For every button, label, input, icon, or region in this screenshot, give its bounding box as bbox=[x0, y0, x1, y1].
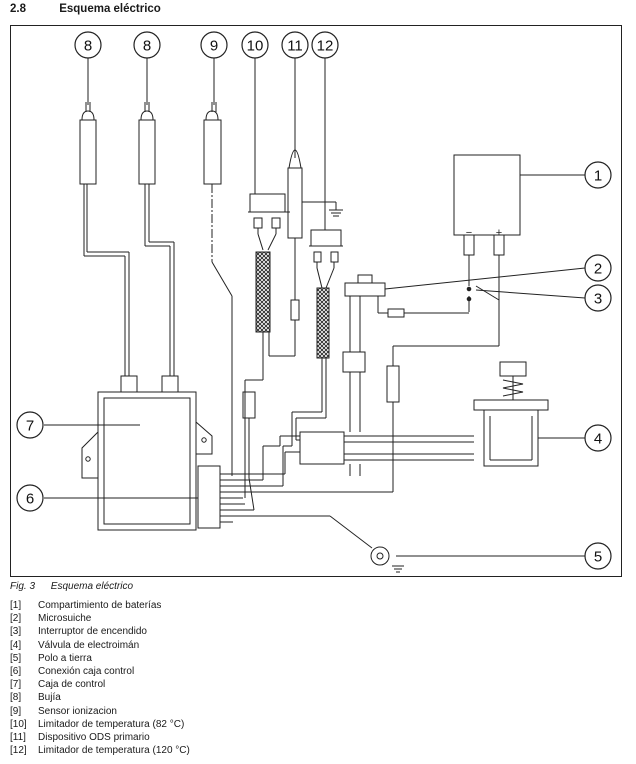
svg-text:10: 10 bbox=[247, 38, 264, 55]
svg-text:11: 11 bbox=[287, 38, 303, 55]
svg-text:7: 7 bbox=[26, 418, 34, 435]
figure-caption: Fig. 3 Esquema eléctrico bbox=[10, 581, 133, 592]
microswitch bbox=[342, 274, 469, 476]
callout-8-left: 8 bbox=[74, 31, 102, 59]
temperature-limiter-82 bbox=[242, 58, 295, 511]
callout-8-right: 8 bbox=[133, 31, 161, 59]
ground-terminal bbox=[233, 515, 404, 573]
legend-item: [3]Interruptor de encendido bbox=[10, 626, 147, 638]
callout-12: 12 bbox=[311, 31, 339, 59]
svg-text:1: 1 bbox=[594, 168, 602, 185]
callout-1: 1 bbox=[584, 161, 612, 189]
callout-7: 7 bbox=[16, 411, 44, 439]
section-heading: 2.8 Esquema eléctrico bbox=[10, 3, 161, 15]
connection-box bbox=[197, 465, 393, 529]
legend-item: [7]Caja de control bbox=[10, 679, 106, 691]
figure-number: Fig. 3 bbox=[10, 581, 36, 592]
legend-item: [9]Sensor ionizacion bbox=[10, 705, 117, 717]
legend-item: [8]Bujía bbox=[10, 692, 61, 704]
legend-item: [12]Limitador de temperatura (120 °C) bbox=[10, 745, 190, 757]
legend-list: [1]Compartimiento de baterías [2]Microsu… bbox=[10, 599, 190, 757]
minus-symbol: − bbox=[466, 227, 472, 239]
section-title: Esquema eléctrico bbox=[59, 3, 161, 15]
legend-item: [5]Polo a tierra bbox=[10, 652, 92, 664]
callout-2: 2 bbox=[584, 254, 612, 282]
solenoid-valve bbox=[473, 361, 549, 467]
diagram-frame bbox=[10, 25, 622, 577]
svg-text:4: 4 bbox=[594, 431, 602, 448]
callout-3: 3 bbox=[584, 284, 612, 312]
svg-text:5: 5 bbox=[594, 549, 602, 566]
control-box bbox=[81, 391, 213, 531]
junction-block bbox=[262, 418, 474, 480]
wiring-diagram: − + 1 2 3 4 5 6 7 8 8 9 10 11 12 bbox=[16, 31, 612, 573]
temperature-limiter-120 bbox=[282, 58, 343, 486]
callout-5: 5 bbox=[584, 542, 612, 570]
legend-item: [4]Válvula de electroimán bbox=[10, 639, 140, 651]
spark-plug-right bbox=[138, 58, 179, 393]
plus-symbol: + bbox=[496, 227, 502, 239]
callout-10: 10 bbox=[241, 31, 269, 59]
spark-plug-left bbox=[79, 58, 138, 393]
figure-title: Esquema eléctrico bbox=[50, 581, 134, 592]
svg-text:3: 3 bbox=[594, 291, 602, 308]
legend-item: [10]Limitador de temperatura (82 °C) bbox=[10, 718, 185, 730]
battery-compartment bbox=[386, 154, 521, 492]
callout-9: 9 bbox=[200, 31, 228, 59]
legend-item: [11]Dispositivo ODS primario bbox=[10, 732, 150, 744]
callout-4: 4 bbox=[584, 424, 612, 452]
section-number: 2.8 bbox=[10, 3, 26, 15]
svg-text:2: 2 bbox=[594, 261, 602, 278]
ionization-sensor bbox=[203, 58, 233, 476]
callout-11: 11 bbox=[281, 31, 309, 59]
callout-6: 6 bbox=[16, 484, 44, 512]
svg-text:8: 8 bbox=[84, 38, 92, 55]
svg-text:9: 9 bbox=[210, 38, 218, 55]
legend-item: [2]Microsuiche bbox=[10, 613, 92, 625]
svg-text:8: 8 bbox=[143, 38, 151, 55]
svg-text:12: 12 bbox=[317, 38, 334, 55]
legend-item: [6]Conexión caja control bbox=[10, 666, 135, 678]
svg-text:6: 6 bbox=[26, 491, 34, 508]
legend-item: [1]Compartimiento de baterías bbox=[10, 600, 162, 611]
ods-device bbox=[287, 58, 343, 356]
